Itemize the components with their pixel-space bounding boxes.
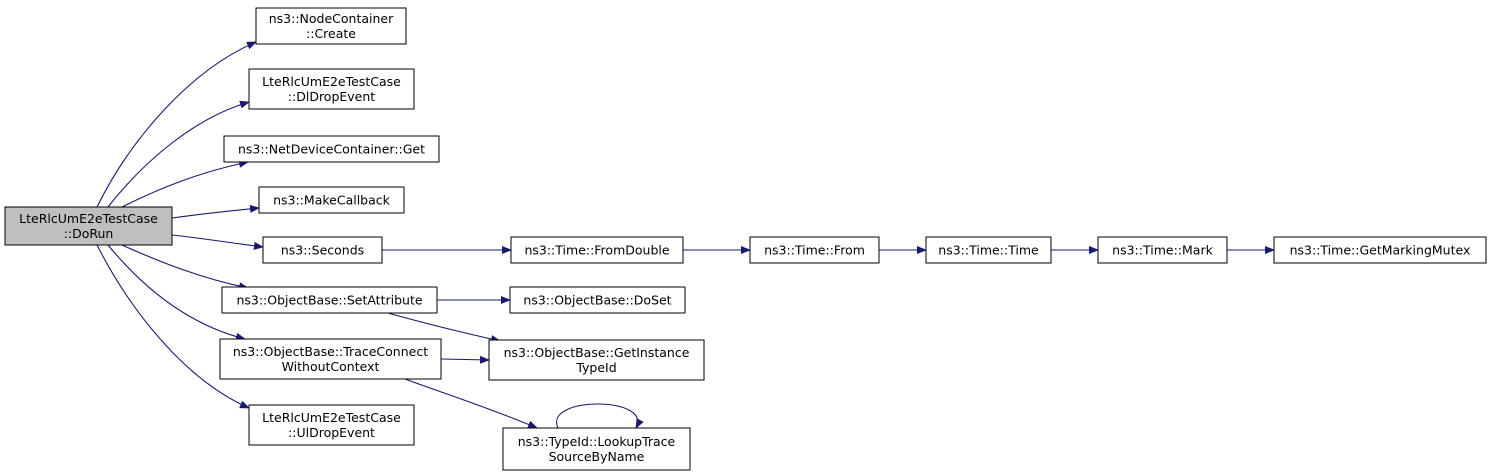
node-label-setattr-0: ns3::ObjectBase::SetAttribute <box>236 293 422 308</box>
node-label-dorun-0: LteRlcUmE2eTestCase <box>19 211 158 226</box>
node-box-time <box>925 236 1052 264</box>
node-label-uldrop-1: ::UlDropEvent <box>288 425 375 440</box>
node-label-mark-0: ns3::Time::Mark <box>1112 243 1213 258</box>
edges-layer <box>96 41 1275 429</box>
edge-traceconn-to-lookup <box>404 378 538 429</box>
node-box-traceconn <box>219 338 442 380</box>
node-label-create-0: ns3::NodeContainer <box>269 11 394 26</box>
edge-traceconn-to-getinst <box>440 355 490 364</box>
edge-setattr-to-getinst <box>387 312 501 343</box>
edge-dorun-to-traceconn <box>107 244 246 341</box>
edge-dorun-to-ndcget <box>121 159 249 208</box>
edge-dorun-to-setattr <box>121 244 249 291</box>
node-label-dorun-1: ::DoRun <box>64 226 114 241</box>
node-box-setattr <box>221 286 438 314</box>
node-label-from-0: ns3::Time::From <box>764 243 865 258</box>
node-create[interactable]: ns3::NodeContainer::Create <box>255 7 407 45</box>
node-setattr[interactable]: ns3::ObjectBase::SetAttribute <box>221 286 438 314</box>
node-label-fromdouble-0: ns3::Time::FromDouble <box>524 243 669 258</box>
edge-dorun-to-seconds <box>171 234 264 250</box>
node-label-traceconn-0: ns3::ObjectBase::TraceConnect <box>233 344 428 359</box>
node-label-seconds-0: ns3::Seconds <box>281 243 364 258</box>
node-label-traceconn-1: WithoutContext <box>282 359 380 374</box>
node-box-seconds <box>262 236 383 264</box>
node-label-doset-0: ns3::ObjectBase::DoSet <box>523 293 671 308</box>
node-label-ndcget-0: ns3::NetDeviceContainer::Get <box>238 142 425 157</box>
node-label-uldrop-0: LteRlcUmE2eTestCase <box>262 410 401 425</box>
node-label-time-0: ns3::Time::Time <box>938 243 1039 258</box>
node-label-getinst-0: ns3::ObjectBase::GetInstance <box>504 345 690 360</box>
node-label-lookup-1: SourceByName <box>549 449 645 464</box>
edge-dorun-to-uldrop <box>96 244 250 409</box>
node-traceconn[interactable]: ns3::ObjectBase::TraceConnectWithoutCont… <box>219 338 442 380</box>
node-box-create <box>255 7 407 45</box>
node-box-getinst <box>488 339 705 381</box>
edge-lookup-to-lookup <box>556 403 644 429</box>
node-fromdouble[interactable]: ns3::Time::FromDouble <box>510 236 684 264</box>
node-box-doset <box>509 286 686 314</box>
edge-dorun-to-makecb <box>171 204 260 219</box>
node-box-from <box>749 236 880 264</box>
node-doset[interactable]: ns3::ObjectBase::DoSet <box>509 286 686 314</box>
node-mark[interactable]: ns3::Time::Mark <box>1097 236 1228 264</box>
nodes-layer: LteRlcUmE2eTestCase::DoRun ns3::NodeConta… <box>4 7 1487 471</box>
node-label-dldrop-0: LteRlcUmE2eTestCase <box>262 74 401 89</box>
node-from[interactable]: ns3::Time::From <box>749 236 880 264</box>
node-label-dldrop-1: ::DlDropEvent <box>288 89 376 104</box>
node-ndcget[interactable]: ns3::NetDeviceContainer::Get <box>223 135 440 163</box>
node-box-dorun <box>4 206 173 246</box>
edge-dorun-to-dldrop <box>107 100 250 208</box>
node-dldrop[interactable]: LteRlcUmE2eTestCase::DlDropEvent <box>248 68 415 110</box>
node-box-makecb <box>258 186 405 214</box>
node-label-lookup-0: ns3::TypeId::LookupTrace <box>518 434 676 449</box>
node-label-create-1: ::Create <box>306 26 356 41</box>
node-label-makecb-0: ns3::MakeCallback <box>273 193 391 208</box>
node-time[interactable]: ns3::Time::Time <box>925 236 1052 264</box>
node-box-fromdouble <box>510 236 684 264</box>
node-uldrop[interactable]: LteRlcUmE2eTestCase::UlDropEvent <box>248 404 415 446</box>
node-box-mark <box>1097 236 1228 264</box>
node-box-lookup <box>502 427 691 471</box>
node-label-mutex-0: ns3::Time::GetMarkingMutex <box>1290 243 1471 258</box>
node-label-getinst-1: TypeId <box>575 360 616 375</box>
edge-dorun-to-create <box>96 41 257 208</box>
node-box-uldrop <box>248 404 415 446</box>
node-mutex[interactable]: ns3::Time::GetMarkingMutex <box>1273 236 1487 264</box>
node-makecb[interactable]: ns3::MakeCallback <box>258 186 405 214</box>
node-dorun[interactable]: LteRlcUmE2eTestCase::DoRun <box>4 206 173 246</box>
node-box-mutex <box>1273 236 1487 264</box>
node-box-dldrop <box>248 68 415 110</box>
node-seconds[interactable]: ns3::Seconds <box>262 236 383 264</box>
node-box-ndcget <box>223 135 440 163</box>
